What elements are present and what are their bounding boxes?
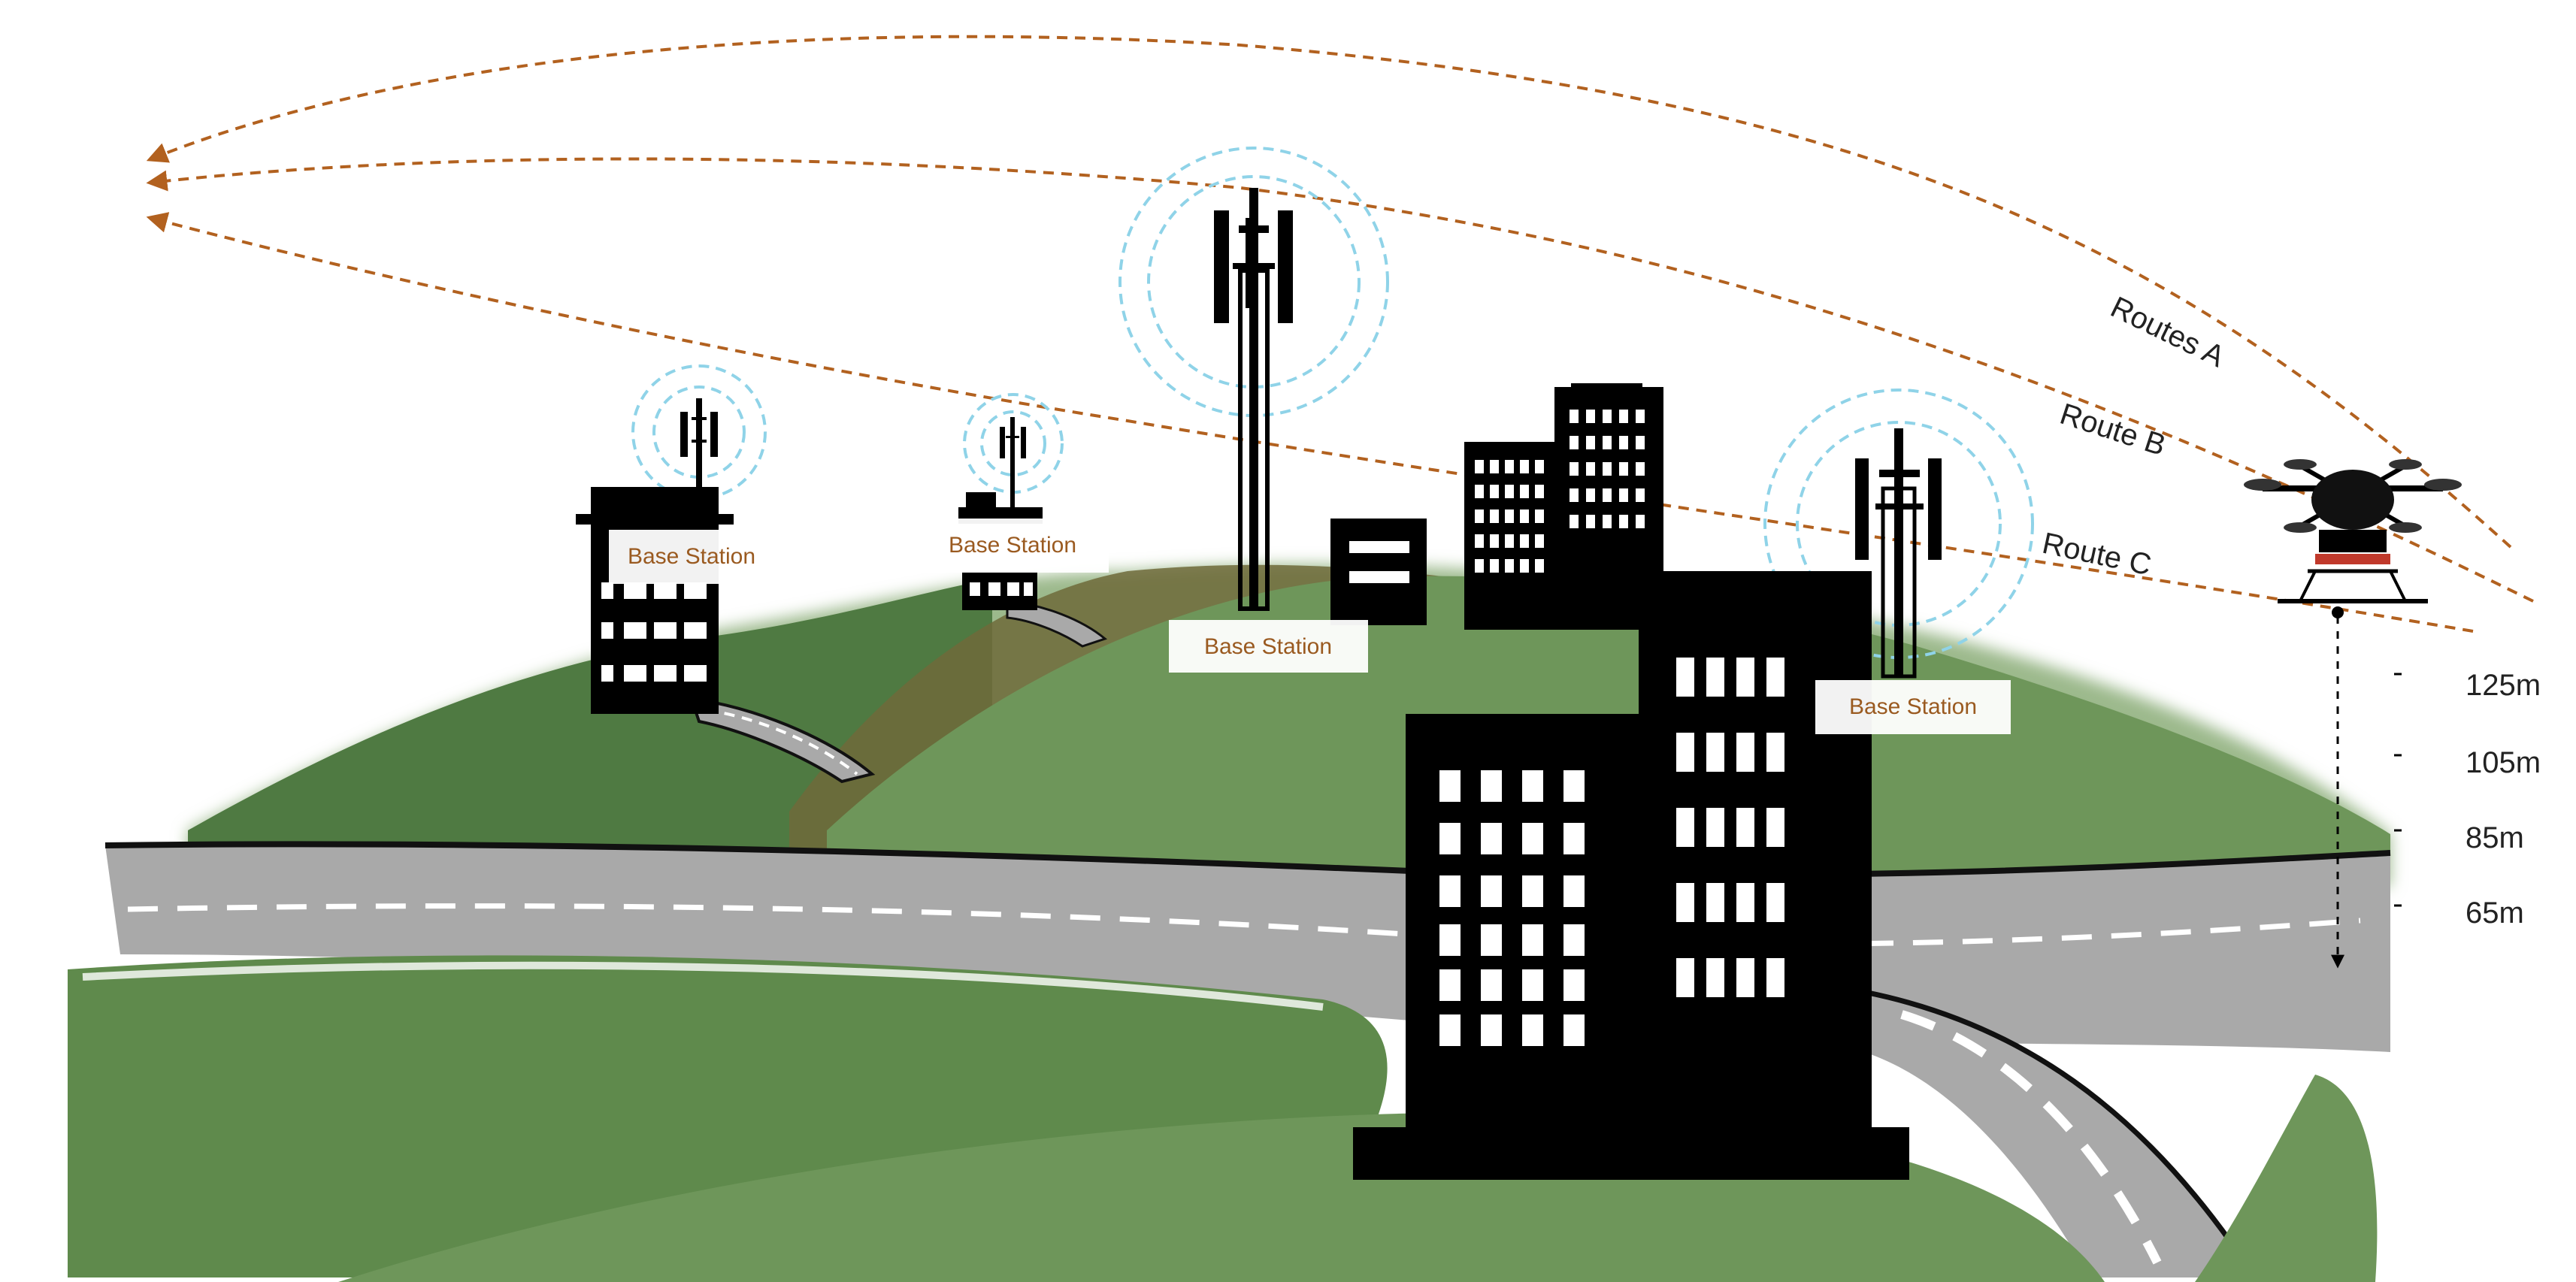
cell-tower-icon bbox=[680, 188, 1942, 679]
svg-text:Base Station: Base Station bbox=[1204, 634, 1332, 659]
utility-building bbox=[1330, 519, 1427, 625]
svg-text:Base Station: Base Station bbox=[949, 533, 1076, 558]
building-left bbox=[576, 487, 734, 714]
side-road bbox=[1863, 989, 2257, 1279]
drone-icon bbox=[2244, 459, 2462, 618]
base-station-label-2: Base Station bbox=[917, 519, 1109, 573]
svg-text:Base Station: Base Station bbox=[1849, 694, 1977, 719]
route-b-line bbox=[146, 157, 2534, 603]
hill-paths bbox=[689, 600, 1108, 784]
altitude-label-105: 105m bbox=[2466, 746, 2541, 779]
base-station-label-3: Base Station bbox=[1169, 620, 1368, 673]
building-icon bbox=[1353, 571, 1909, 1180]
altitude-indicator: 125m 105m 85m 65m bbox=[2331, 616, 2541, 969]
altitude-label-125: 125m bbox=[2466, 669, 2541, 702]
svg-text:Base Station: Base Station bbox=[628, 544, 755, 569]
route-lines bbox=[146, 35, 2534, 633]
base-station-label-4: Base Station bbox=[1815, 680, 2011, 734]
base-station-label-1: Base Station bbox=[609, 530, 774, 584]
route-a-line bbox=[146, 35, 2512, 549]
altitude-label-65: 65m bbox=[2466, 896, 2524, 930]
altitude-label-85: 85m bbox=[2466, 821, 2524, 854]
route-c-line bbox=[146, 212, 2474, 633]
building-mid bbox=[1464, 383, 1663, 630]
